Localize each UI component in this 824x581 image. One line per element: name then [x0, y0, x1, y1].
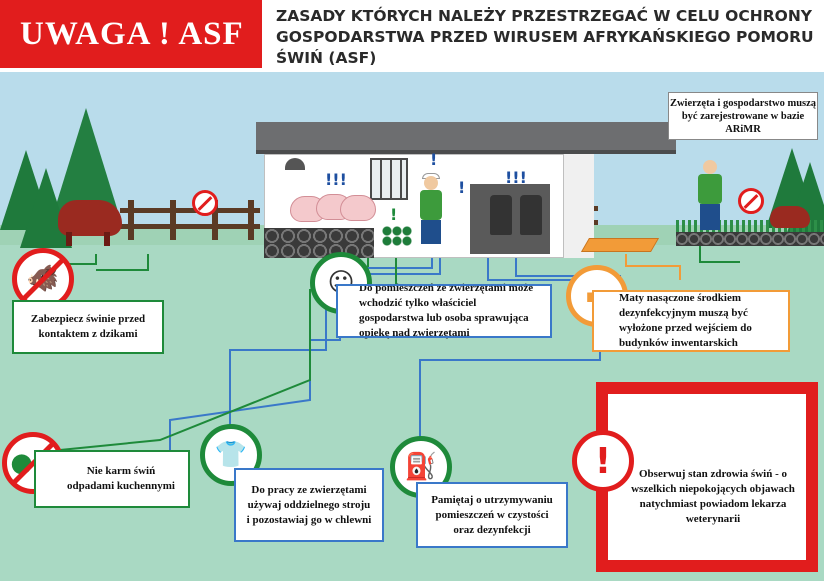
disinfectant-spray-icon: ⛽: [404, 452, 438, 482]
fence-post: [248, 200, 254, 240]
coverall: [520, 195, 542, 235]
mats-notice: Maty nasączone środkiem dezynfekcyjnym m…: [592, 290, 790, 352]
farmer-body: [698, 174, 722, 204]
registration-note: Zwierzęta i gospodarstwo muszą być zarej…: [668, 92, 818, 140]
poster-title-line-2: GOSPODARSTWA PRZED WIRUSEM AFRYKAŃSKIEGO…: [276, 28, 814, 46]
connector-line: [96, 254, 149, 271]
fence-rail: [120, 208, 260, 213]
barn-roof: [256, 122, 676, 152]
pig: [340, 195, 376, 221]
health-notice-text: Obserwuj stan zdrowia świń - o wszelkich…: [631, 468, 795, 525]
wild-boar-notice: Zabezpiecz świnie przed kontaktem z dzik…: [12, 300, 164, 354]
wild-boar-notice-text: Zabezpiecz świnie przed kontaktem z dzik…: [30, 313, 146, 340]
no-entry-sign-icon: [738, 188, 764, 214]
mats-notice-text: Maty nasączone środkiem dezynfekcyjnym m…: [619, 292, 752, 349]
barn-roof-edge: [256, 150, 676, 154]
alert-mark-icon: !: [430, 150, 438, 169]
exclamation-badge: !: [572, 430, 634, 492]
kitchen-waste-pile: [382, 226, 412, 246]
warning-badge: UWAGA ! ASF: [0, 0, 262, 68]
connector-line: [229, 258, 441, 430]
wild-boar: [770, 206, 810, 228]
no-entry-sign-icon: [192, 190, 218, 216]
alert-mark-icon: !: [458, 178, 466, 197]
fence-rail: [120, 224, 260, 229]
lamp-icon: [285, 158, 305, 170]
no-wild-boar-badge: 🐗: [12, 248, 74, 310]
fence-post: [212, 200, 218, 240]
tyre-barrier: [264, 228, 374, 258]
clothing-notice-text: Do pracy ze zwierzętami używaj oddzielne…: [246, 483, 372, 526]
alert-marks-icon: !!!: [325, 170, 347, 189]
clothing-notice: Do pracy ze zwierzętami używaj oddzielne…: [234, 468, 384, 542]
fence-post: [128, 200, 134, 240]
cleaning-notice-text: Pamiętaj o utrzymywaniu pomieszczeń w cz…: [431, 493, 553, 536]
poster-title: ZASADY KTÓRYCH NALEŻY PRZESTRZEGAĆ W CEL…: [276, 6, 816, 69]
health-notice: Obserwuj stan zdrowia świń - o wszelkich…: [596, 382, 818, 572]
boar-leg: [66, 232, 72, 246]
registration-note-text: Zwierzęta i gospodarstwo muszą być zarej…: [669, 97, 817, 135]
access-notice-text: Do pomieszczeń ze zwierzętami może wchod…: [359, 282, 534, 339]
wild-boar: [58, 200, 122, 236]
farmer-body: [420, 190, 442, 220]
fence-post: [170, 200, 176, 240]
connector-line: [699, 246, 740, 263]
connector-line: [625, 254, 681, 280]
coverall: [490, 195, 512, 235]
coverall-icon: 👕: [214, 440, 248, 470]
access-notice: Do pomieszczeń ze zwierzętami może wchod…: [336, 282, 552, 339]
kitchen-waste-notice-text: Nie karm świń odpadami kuchennymi: [67, 465, 175, 492]
poster-title-line-3: ŚWIŃ (ASF): [276, 49, 377, 67]
farmer-head: [424, 176, 438, 190]
farmer-legs: [700, 204, 720, 230]
kitchen-waste-notice: Nie karm świń odpadami kuchennymi: [34, 450, 190, 508]
alert-mark-icon: !: [390, 205, 398, 224]
farmer-legs: [421, 220, 441, 244]
boar-leg: [104, 232, 110, 246]
poster-title-line-1: ZASADY KTÓRYCH NALEŻY PRZESTRZEGAĆ W CEL…: [276, 7, 813, 25]
exclamation-icon: !: [594, 440, 612, 482]
tyre-barrier: [676, 232, 824, 246]
barn-window: [370, 158, 408, 200]
farmer-head: [703, 160, 717, 174]
alert-marks-icon: !!!: [505, 168, 527, 187]
cleaning-notice: Pamiętaj o utrzymywaniu pomieszczeń w cz…: [416, 482, 568, 548]
connector-line: [59, 258, 397, 451]
